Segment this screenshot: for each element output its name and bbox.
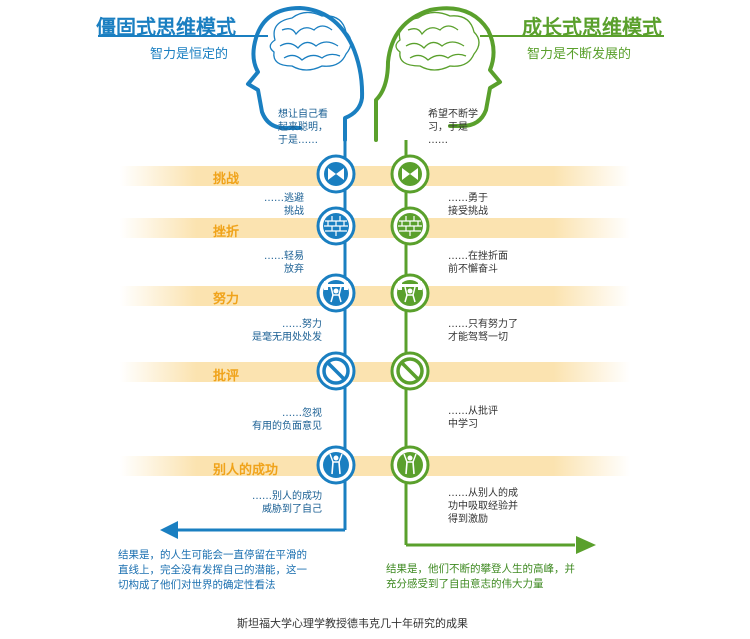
stage-band-5 bbox=[120, 456, 630, 476]
growth-mindset-title: 成长式思维模式 bbox=[522, 15, 662, 39]
stage-label-challenge: 挑战 bbox=[213, 172, 240, 187]
fixed-brain-icon bbox=[269, 11, 352, 71]
stage-label-setback: 挫折 bbox=[213, 225, 240, 240]
growth-response-challenge: ……勇于 接受挑战 bbox=[448, 193, 488, 217]
stage-band-1 bbox=[120, 166, 630, 186]
fixed-criticism-icon bbox=[316, 351, 356, 391]
growth-challenge-icon bbox=[390, 154, 430, 194]
fixed-response-challenge: ……逃避 挑战 bbox=[264, 193, 304, 217]
stage-band-3 bbox=[120, 286, 630, 306]
stage-label-others-success: 别人的成功 bbox=[213, 463, 279, 478]
growth-result-text: 结果是，他们不断的攀登人生的高峰，并 充分感受到了自由意志的伟大力量 bbox=[386, 563, 575, 590]
growth-others-success-icon bbox=[390, 445, 430, 485]
fixed-response-criticism: ……忽视 有用的负面意见 bbox=[252, 408, 322, 432]
growth-response-setback: ……在挫折面 前不懈奋斗 bbox=[448, 251, 508, 275]
growth-setback-icon bbox=[390, 206, 430, 246]
source-caption: 斯坦福大学心理学教授德韦克几十年研究的成果 bbox=[237, 617, 468, 630]
fixed-result-text: 结果是，的人生可能会一直停留在平滑的 直线上，完全没有发挥自己的潜能，这一 切构… bbox=[118, 549, 307, 591]
growth-response-criticism: ……从批评 中学习 bbox=[448, 406, 498, 430]
stage-band-4 bbox=[120, 362, 630, 382]
growth-effort-icon bbox=[390, 273, 430, 313]
fixed-mindset-title: 僵固式思维模式 bbox=[96, 15, 236, 39]
stage-band-2 bbox=[120, 218, 630, 238]
fixed-response-setback: ……轻易 放弃 bbox=[264, 251, 304, 275]
growth-response-others-success: ……从别人的成 功中吸取经验并 得到激励 bbox=[448, 488, 518, 525]
fixed-intro-text: 想让自己看 起来聪明， 于是…… bbox=[278, 109, 328, 146]
fixed-others-success-icon bbox=[316, 445, 356, 485]
growth-intro-text: 希望不断学 习，于是 …… bbox=[428, 109, 478, 146]
fixed-outcome-arrowhead-icon bbox=[160, 521, 178, 539]
fixed-challenge-icon bbox=[316, 154, 356, 194]
fixed-mindset-subtitle: 智力是恒定的 bbox=[150, 47, 229, 62]
growth-head-icon bbox=[374, 6, 502, 142]
fixed-response-others-success: ……别人的成功 威胁到了自己 bbox=[252, 491, 322, 515]
growth-mindset-subtitle: 智力是不断发展的 bbox=[527, 47, 632, 62]
stage-label-criticism: 批评 bbox=[213, 369, 240, 384]
growth-criticism-icon bbox=[390, 351, 430, 391]
fixed-effort-icon bbox=[316, 273, 356, 313]
fixed-setback-icon bbox=[316, 206, 356, 246]
growth-brain-icon bbox=[395, 11, 480, 71]
fixed-head-icon bbox=[246, 6, 365, 142]
stage-label-effort: 努力 bbox=[213, 292, 240, 307]
growth-outcome-arrowhead-icon bbox=[576, 536, 596, 554]
growth-response-effort: ……只有努力了 才能驾驽一切 bbox=[448, 319, 518, 343]
fixed-response-effort: ……努力 是毫无用处处发 bbox=[252, 319, 322, 343]
